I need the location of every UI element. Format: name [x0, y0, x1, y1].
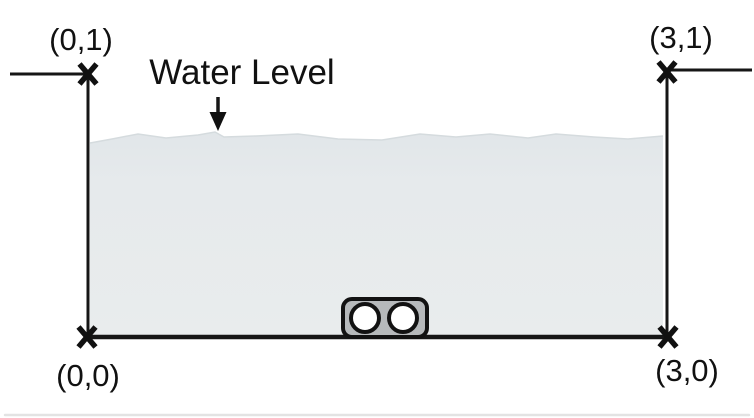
- x-marker-bottom-right: [657, 325, 679, 349]
- water-level-label: Water Level: [149, 53, 334, 92]
- drain-fixture: [341, 297, 429, 339]
- coord-label-top-right: (3,1): [649, 20, 713, 55]
- water-surface-line: [89, 131, 664, 144]
- drain-hole-right: [387, 302, 419, 334]
- x-marker-top-left: [77, 62, 99, 86]
- down-arrow-icon: [209, 97, 227, 131]
- coord-label-bottom-left: (0,0): [56, 358, 120, 393]
- coord-label-bottom-right: (3,0): [655, 353, 719, 388]
- x-marker-top-right: [656, 60, 678, 84]
- x-marker-bottom-left: [76, 325, 98, 349]
- coord-label-top-left: (0,1): [49, 22, 113, 57]
- water-area: [90, 132, 663, 336]
- drain-hole-left: [349, 302, 381, 334]
